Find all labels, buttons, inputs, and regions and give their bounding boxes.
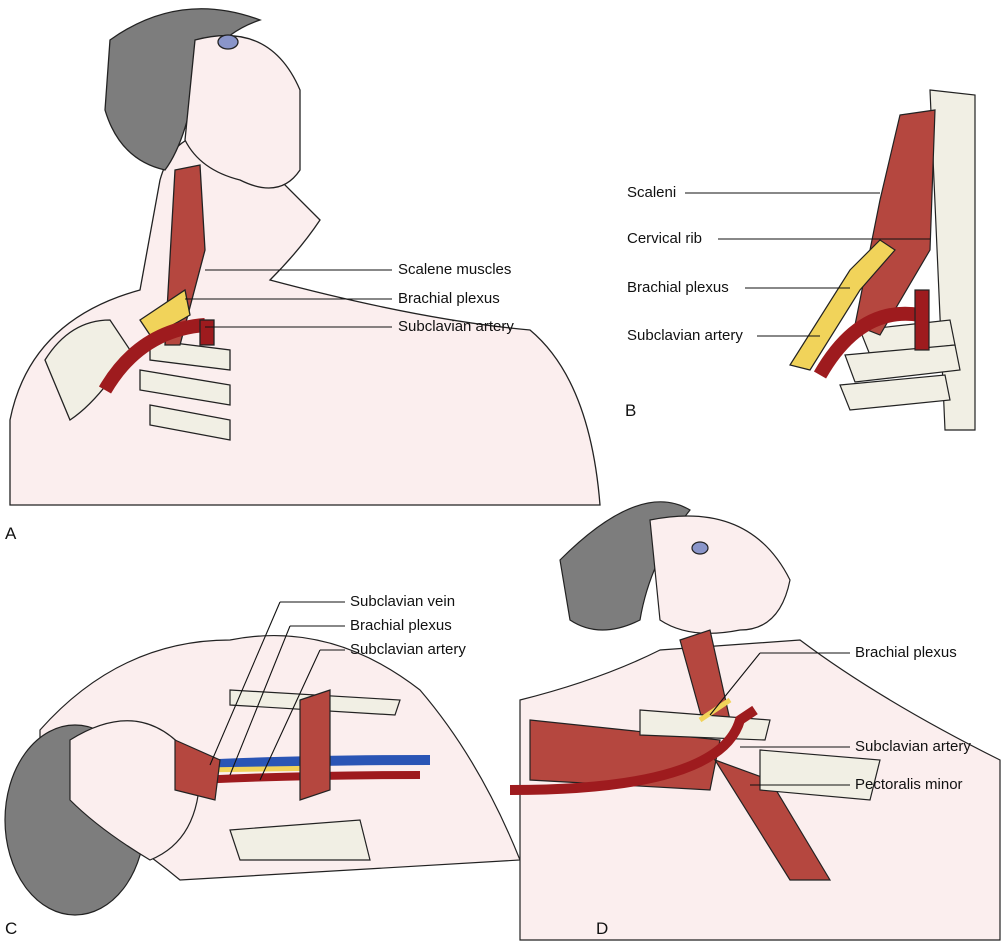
label-brachial-plexus-d: Brachial plexus — [855, 644, 957, 661]
label-scaleni: Scaleni — [627, 184, 677, 201]
label-pectoralis-minor: Pectoralis minor — [855, 776, 963, 793]
label-brachial-plexus-b: Brachial plexus — [627, 279, 729, 296]
label-subclavian-vein: Subclavian vein — [350, 593, 456, 610]
panel-letter-c: C — [5, 919, 18, 938]
label-subclavian-artery-a: Subclavian artery — [398, 318, 514, 335]
panel-letter-b: B — [625, 401, 637, 420]
label-cervical-rib: Cervical rib — [627, 230, 703, 247]
label-brachial-plexus-a: Brachial plexus — [398, 290, 500, 307]
label-subclavian-artery-c: Subclavian artery — [350, 641, 466, 658]
panel-b-drawing — [789, 89, 976, 431]
panel-a-drawing — [9, 8, 601, 506]
panel-d-drawing — [509, 501, 1001, 941]
label-subclavian-artery-b: Subclavian artery — [627, 327, 743, 344]
label-subclavian-artery-d: Subclavian artery — [855, 738, 971, 755]
panel-letter-d: D — [596, 919, 609, 938]
label-scalene-muscles: Scalene muscles — [398, 261, 512, 278]
leader-lines — [185, 192, 930, 786]
label-brachial-plexus-c: Brachial plexus — [350, 617, 452, 634]
panel-c-drawing — [4, 635, 521, 916]
panel-letter-a: A — [5, 524, 17, 543]
